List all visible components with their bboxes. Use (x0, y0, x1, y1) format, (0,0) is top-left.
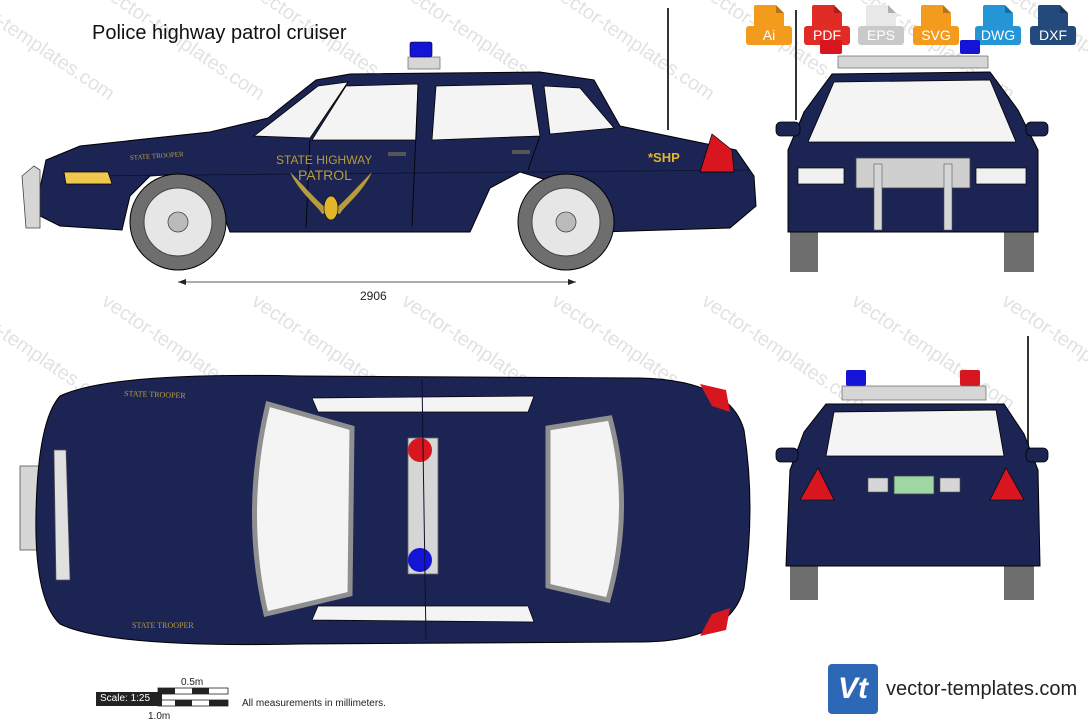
wheelbase-dimension: 2906 (360, 289, 387, 303)
front-fender-decal: STATE TROOPER (130, 150, 185, 162)
scale-full-label: 1.0m (148, 711, 171, 722)
measurements-note: All measurements in millimeters. (242, 698, 386, 709)
rear-view (775, 336, 1049, 600)
ai-format-icon[interactable]: Ai (746, 5, 792, 53)
scale-label: Scale: 1:25 (96, 692, 162, 706)
top-right-decal: STATE TROOPER (132, 621, 194, 630)
side-view: STATE HIGHWAY PATROL *SHP STATE TROOPER (21, 8, 757, 285)
door-decal-line2: PATROL (298, 167, 352, 183)
front-view (775, 10, 1049, 272)
dwg-format-icon[interactable]: DWG (975, 5, 1021, 53)
svg-format-icon[interactable]: SVG (913, 5, 959, 53)
brand-site-link[interactable]: vector-templates.com (886, 678, 1078, 700)
brand-logo-icon[interactable]: Vt (828, 664, 878, 714)
door-decal-line1: STATE HIGHWAY (276, 153, 372, 167)
page-title: Police highway patrol cruiser (92, 22, 347, 44)
scale-half-label: 0.5m (181, 677, 204, 688)
dxf-format-icon[interactable]: DXF (1030, 5, 1076, 53)
eps-format-icon[interactable]: EPS (858, 5, 904, 53)
top-left-decal: STATE TROOPER (124, 389, 187, 400)
top-view: STATE TROOPER STATE TROOPER (19, 374, 751, 646)
scale-bar (157, 687, 229, 707)
rear-fender-decal: *SHP (648, 150, 680, 165)
